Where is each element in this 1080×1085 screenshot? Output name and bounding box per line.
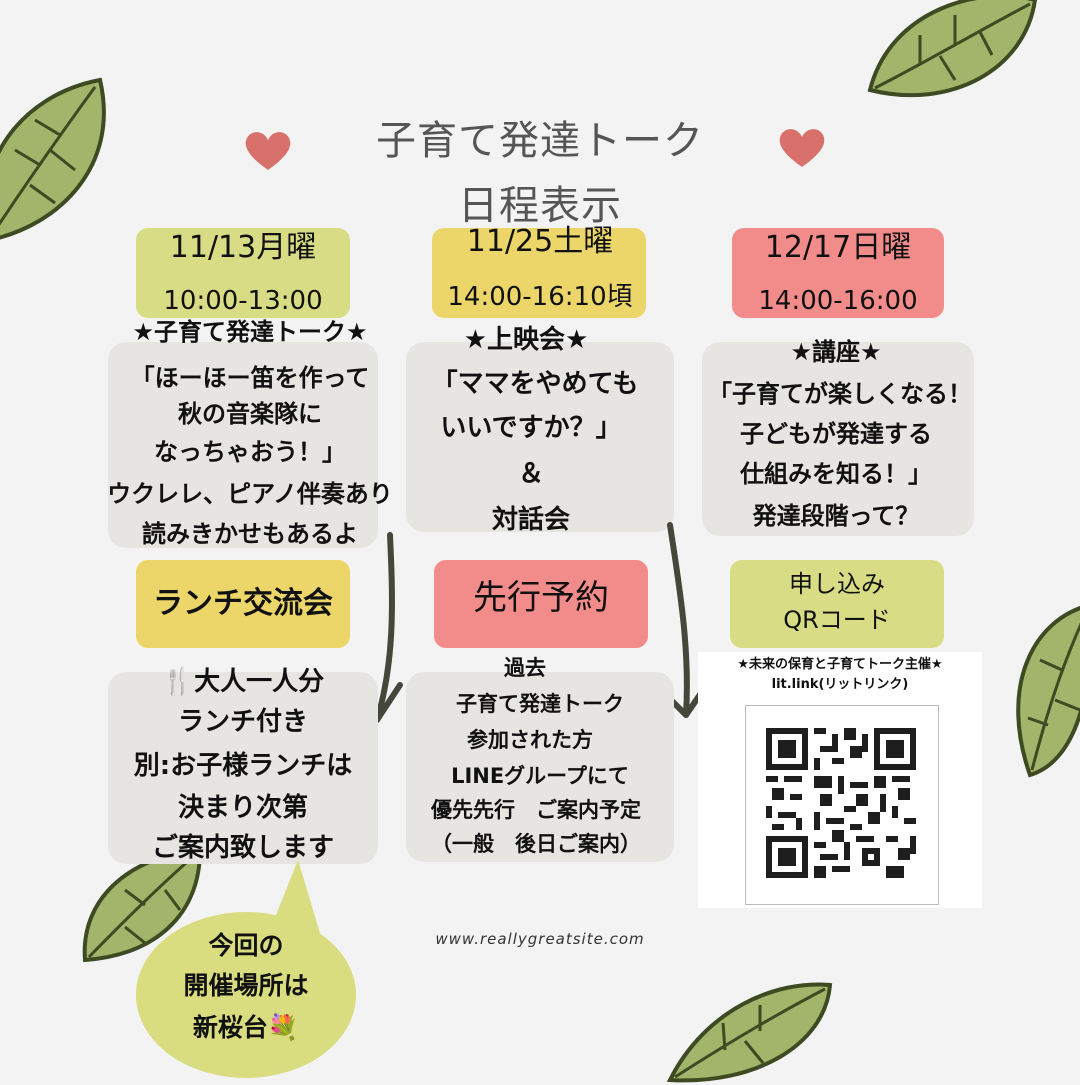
event3-line3: 仕組みを知る！」 xyxy=(740,460,932,488)
lunch-label: ランチ交流会 xyxy=(153,586,333,621)
leaf-decoration-top-right xyxy=(867,0,1038,98)
event2-line2: いいですか？」 xyxy=(440,413,622,443)
qr-header-line2: lit.link(リットリンク) xyxy=(771,677,909,692)
lunch-line2: ランチ付き xyxy=(177,707,308,737)
event3-line2: 子どもが発達する xyxy=(740,420,932,448)
lunch-line4: 決まり次第 xyxy=(177,793,308,823)
event3-line1: 「子育てが楽しくなる！ xyxy=(708,380,972,408)
event2-date: 11/25土曜 xyxy=(466,224,614,259)
event1-line1: 「ほーほー笛を作って xyxy=(130,364,370,392)
page-title-line2: 日程表示 xyxy=(458,183,622,229)
event1-line4: ウクレレ、ピアノ伴奏あり xyxy=(107,480,393,508)
advance-description-box xyxy=(406,672,674,862)
page-title-line1: 子育て発達トーク xyxy=(376,118,704,164)
event3-date: 12/17日曜 xyxy=(764,230,912,265)
event2-line4: 対話会 xyxy=(491,505,570,535)
venue-line2: 開催場所は xyxy=(183,971,309,1000)
advance-line5: 優先先行 ご案内予定 xyxy=(431,798,641,822)
advance-label: 先行予約 xyxy=(473,578,609,618)
qr-header-line1: ★未来の保育と子育てトーク主催★ xyxy=(737,657,943,672)
venue-speech-bubble xyxy=(136,912,356,1078)
event1-line3: なっちゃおう！」 xyxy=(154,438,346,466)
event1-date: 11/13月曜 xyxy=(169,230,317,265)
lunch-line5: ご案内致します xyxy=(151,833,334,863)
advance-line6: （一般 後日ご案内） xyxy=(431,832,641,856)
event2-line1: 「ママをやめても xyxy=(431,369,639,399)
lunch-line1: 🍴大人一人分 xyxy=(161,667,325,697)
event3-heading: ★講座★ xyxy=(790,338,882,366)
event2-time: 14:00-16:10頃 xyxy=(447,282,633,312)
heart-icon-right xyxy=(779,129,825,167)
advance-line3: 参加された方 xyxy=(467,728,593,752)
apply-label-line1: 申し込み xyxy=(789,570,885,598)
leaf-decoration-bottom-center xyxy=(666,982,833,1083)
event1-line2: 秋の音楽隊に xyxy=(178,400,322,428)
lunch-description-box xyxy=(108,672,378,864)
advance-line1: 過去 xyxy=(504,656,546,680)
event1-line5: 読みきかせもあるよ xyxy=(142,520,358,548)
lunch-line3: 別:お子様ランチは xyxy=(133,751,353,781)
apply-label-line2: QRコード xyxy=(783,606,891,634)
event1-heading: ★子育て発達トーク★ xyxy=(132,318,368,346)
website-link[interactable]: www.reallygreatsite.com xyxy=(435,930,645,948)
event3-time: 14:00-16:00 xyxy=(758,286,918,316)
event1-description-box xyxy=(108,342,378,548)
leaf-decoration-top-left xyxy=(0,77,106,240)
apply-label-pill xyxy=(730,560,944,648)
event2-description-box xyxy=(406,342,674,532)
event3-line4: 発達段階って？ xyxy=(752,502,920,530)
event1-time: 10:00-13:00 xyxy=(163,286,323,316)
venue-line1: 今回の xyxy=(208,931,284,960)
event2-date-pill xyxy=(432,228,646,318)
event3-date-pill xyxy=(732,228,944,318)
lunch-label-pill xyxy=(136,560,350,648)
qr-code-icon[interactable] xyxy=(766,728,916,878)
advance-line2: 子育て発達トーク xyxy=(456,692,624,716)
leaf-decoration-right xyxy=(1016,606,1080,778)
event3-description-box xyxy=(702,342,974,536)
event1-date-pill xyxy=(136,228,350,318)
event2-heading: ★上映会★ xyxy=(463,325,589,355)
advance-line4: LINEグループにて xyxy=(451,764,629,788)
advance-label-pill xyxy=(434,560,648,648)
heart-icon-left xyxy=(245,132,291,170)
venue-line3: 新桜台💐 xyxy=(192,1013,300,1042)
event2-line3: ＆ xyxy=(517,459,544,489)
